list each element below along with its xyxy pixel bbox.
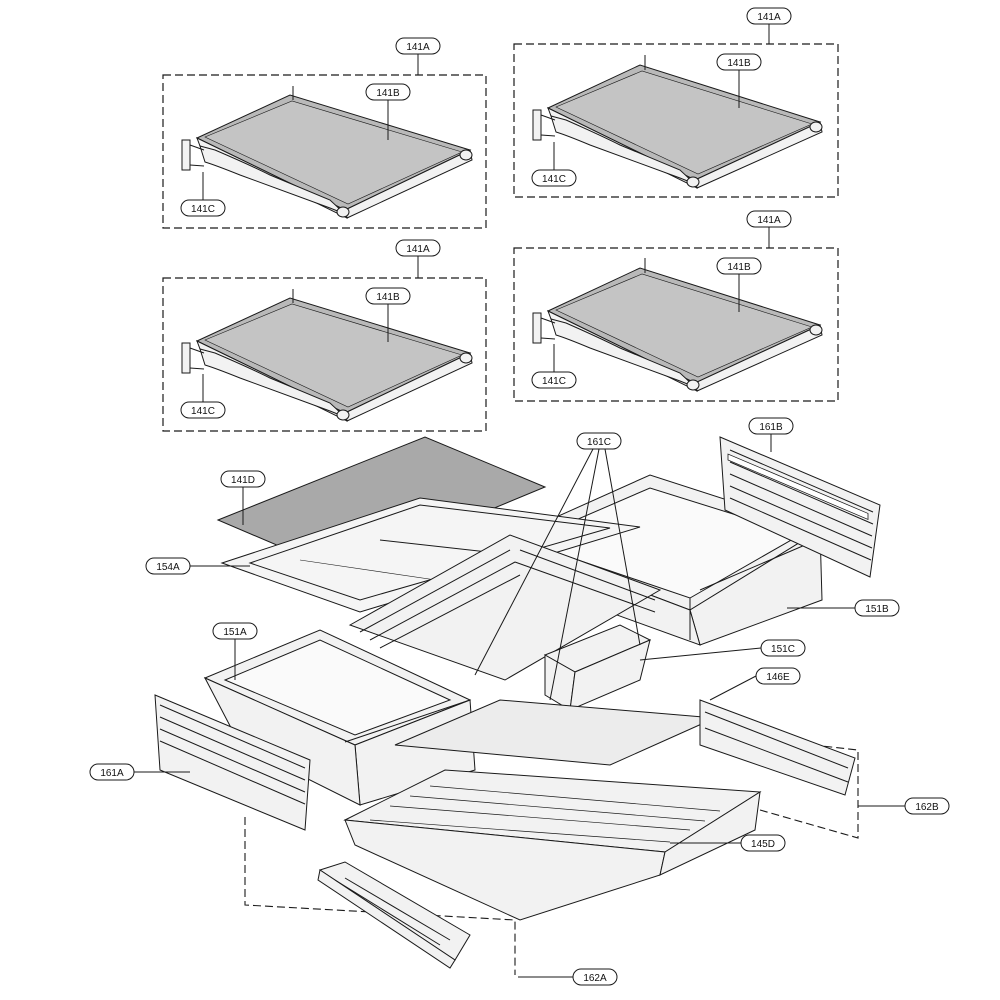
svg-text:141A: 141A (757, 12, 781, 23)
callout-141C-1: 141C (180, 199, 226, 217)
callout-141D: 141D (220, 470, 266, 488)
svg-text:141C: 141C (542, 174, 566, 185)
callout-146E: 146E (755, 667, 801, 685)
shelf-drawing (532, 55, 823, 189)
callout-154A: 154A (145, 557, 191, 575)
callout-141C-3: 141C (180, 401, 226, 419)
slide-bracket-bottom (317, 861, 471, 969)
svg-text:162B: 162B (915, 802, 939, 813)
svg-text:146E: 146E (766, 672, 790, 683)
callout-145D: 145D (740, 834, 786, 852)
group-box (162, 277, 487, 432)
callout-151A: 151A (212, 622, 258, 640)
group-box (162, 74, 487, 229)
svg-text:162A: 162A (583, 973, 607, 984)
shelf-assembly-top-left (162, 74, 487, 229)
shelf-assembly-top-right (513, 43, 839, 198)
svg-text:161C: 161C (587, 437, 611, 448)
svg-text:161A: 161A (100, 768, 124, 779)
callout-162B: 162B (904, 797, 950, 815)
divider-panel-right (719, 436, 881, 578)
shelf-assembly-middle-right (513, 247, 839, 402)
svg-text:141D: 141D (231, 475, 255, 486)
callout-162A: 162A (572, 968, 618, 986)
svg-text:141A: 141A (406, 42, 430, 53)
svg-text:141B: 141B (376, 88, 400, 99)
callout-161A: 161A (89, 763, 135, 781)
svg-text:141C: 141C (191, 204, 215, 215)
svg-text:151C: 151C (771, 644, 795, 655)
group-box (513, 43, 839, 198)
svg-text:141C: 141C (191, 406, 215, 417)
svg-text:141B: 141B (376, 292, 400, 303)
callout-151C: 151C (760, 639, 806, 657)
svg-text:141A: 141A (757, 215, 781, 226)
center-divider-panels (348, 534, 662, 681)
callout-141B-2: 141B (716, 53, 762, 71)
callout-141A-1: 141A (395, 37, 441, 55)
callout-141A-4: 141A (746, 210, 792, 228)
callout-151B: 151B (854, 599, 900, 617)
svg-text:145D: 145D (751, 839, 775, 850)
svg-text:161B: 161B (759, 422, 783, 433)
shelf-drawing (181, 86, 473, 219)
callout-141C-4: 141C (531, 371, 577, 389)
shelf-drawing (532, 258, 823, 392)
callout-141C-2: 141C (531, 169, 577, 187)
svg-text:141A: 141A (406, 244, 430, 255)
callout-161C: 161C (576, 432, 622, 450)
svg-text:151B: 151B (865, 604, 889, 615)
svg-text:141B: 141B (727, 58, 751, 69)
group-box (513, 247, 839, 402)
leader-lines (132, 24, 855, 978)
callout-161B: 161B (748, 417, 794, 435)
crisper-assembly (154, 436, 905, 975)
callout-141B-3: 141B (365, 287, 411, 305)
callout-141A-2: 141A (746, 7, 792, 25)
slide-rail-right (699, 699, 856, 796)
callout-141B-4: 141B (716, 257, 762, 275)
callout-141A-3: 141A (395, 239, 441, 257)
callout-141B-1: 141B (365, 83, 411, 101)
svg-text:154A: 154A (156, 562, 180, 573)
svg-text:141C: 141C (542, 376, 566, 387)
shelf-drawing (181, 289, 473, 422)
svg-text:151A: 151A (223, 627, 247, 638)
shelf-assembly-middle-left (162, 277, 487, 432)
base-tray (343, 769, 762, 921)
divider-panel-left (154, 694, 311, 831)
svg-text:141B: 141B (727, 262, 751, 273)
